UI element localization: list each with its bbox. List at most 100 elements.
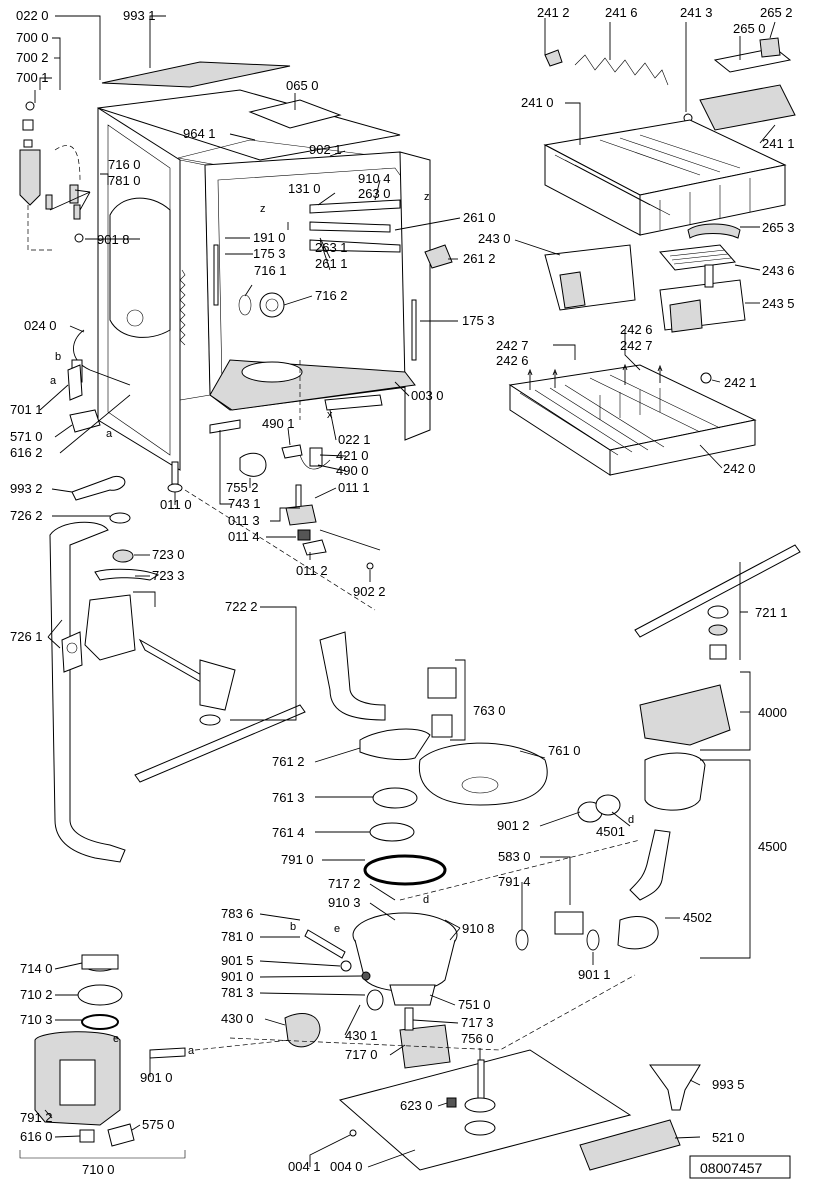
marker-b: b bbox=[290, 921, 296, 933]
label-0112: 011 2 bbox=[296, 563, 328, 578]
label-7170: 717 0 bbox=[345, 1047, 378, 1062]
label-2435: 243 5 bbox=[762, 296, 795, 311]
label-9021: 902 1 bbox=[309, 142, 342, 157]
label-5830: 583 0 bbox=[498, 849, 531, 864]
assembly-dashed-lines bbox=[184, 360, 641, 1051]
marker-e: e bbox=[113, 1033, 119, 1045]
label-7100: 710 0 bbox=[82, 1162, 115, 1177]
label-0240: 024 0 bbox=[24, 318, 57, 333]
marker-x: x bbox=[327, 409, 333, 421]
marker-z: z bbox=[424, 191, 430, 203]
label-7211: 721 1 bbox=[755, 605, 788, 620]
label-7173: 717 3 bbox=[461, 1015, 494, 1030]
label-0041: 004 1 bbox=[288, 1159, 321, 1174]
label-6162: 616 2 bbox=[10, 445, 43, 460]
upper-basket-drawing bbox=[508, 37, 796, 476]
label-7102: 710 2 bbox=[20, 987, 53, 1002]
label-7912: 791 2 bbox=[20, 1110, 53, 1125]
spray-system-drawing bbox=[49, 512, 801, 1069]
label-7510: 751 0 bbox=[458, 997, 491, 1012]
label-7001: 700 1 bbox=[16, 70, 49, 85]
label-7914: 791 4 bbox=[498, 874, 531, 889]
part-labels: 022 0 993 1 700 0 700 2 700 1 065 0 964 … bbox=[10, 5, 795, 1177]
label-7262: 726 2 bbox=[10, 508, 43, 523]
label-9935: 993 5 bbox=[712, 1077, 745, 1092]
label-2426b: 242 6 bbox=[496, 353, 529, 368]
document-number: 08007457 bbox=[700, 1160, 763, 1176]
label-7910: 791 0 bbox=[281, 852, 314, 867]
label-9022: 902 2 bbox=[353, 584, 386, 599]
label-5210: 521 0 bbox=[712, 1130, 745, 1145]
label-2650: 265 0 bbox=[733, 21, 766, 36]
label-0221: 022 1 bbox=[338, 432, 371, 447]
label-7610: 761 0 bbox=[548, 743, 581, 758]
label-7172: 717 2 bbox=[328, 876, 361, 891]
label-7431: 743 1 bbox=[228, 496, 261, 511]
label-7612: 761 2 bbox=[272, 754, 305, 769]
label-7233: 723 3 bbox=[152, 568, 185, 583]
label-2421: 242 1 bbox=[724, 375, 757, 390]
label-9011: 901 1 bbox=[578, 967, 611, 982]
label-6160: 616 0 bbox=[20, 1129, 53, 1144]
label-2411: 241 1 bbox=[762, 136, 795, 151]
label-4300: 430 0 bbox=[221, 1011, 254, 1026]
label-4500: 4500 bbox=[758, 839, 787, 854]
label-6230: 623 0 bbox=[400, 1098, 433, 1113]
base-drawing bbox=[338, 1049, 701, 1171]
label-2427b: 242 7 bbox=[620, 338, 653, 353]
label-2652: 265 2 bbox=[760, 5, 793, 20]
label-7552: 755 2 bbox=[226, 480, 259, 495]
label-4000: 4000 bbox=[758, 705, 787, 720]
label-4501: 4501 bbox=[596, 824, 625, 839]
label-2413: 241 3 bbox=[680, 5, 713, 20]
label-5710: 571 0 bbox=[10, 429, 43, 444]
marker-e: e bbox=[334, 923, 340, 935]
label-0113: 011 3 bbox=[228, 513, 260, 528]
label-0110: 011 0 bbox=[160, 497, 192, 512]
label-7813: 781 3 bbox=[221, 985, 254, 1000]
tub-cabinet-drawing bbox=[19, 61, 453, 570]
label-9641: 964 1 bbox=[183, 126, 216, 141]
label-7810b: 781 0 bbox=[221, 929, 254, 944]
label-2610: 261 0 bbox=[463, 210, 496, 225]
label-4502: 4502 bbox=[683, 910, 712, 925]
label-0030: 003 0 bbox=[411, 388, 444, 403]
marker-d: d bbox=[628, 814, 634, 826]
label-2410: 241 0 bbox=[521, 95, 554, 110]
label-7614: 761 4 bbox=[272, 825, 305, 840]
marker-d: d bbox=[423, 894, 429, 906]
label-7560: 756 0 bbox=[461, 1031, 494, 1046]
label-9018: 901 8 bbox=[97, 232, 130, 247]
label-2420: 242 0 bbox=[723, 461, 756, 476]
label-2630: 263 0 bbox=[358, 186, 391, 201]
label-7000: 700 0 bbox=[16, 30, 49, 45]
marker-b: b bbox=[55, 351, 61, 363]
label-4301: 430 1 bbox=[345, 1028, 378, 1043]
label-2436: 243 6 bbox=[762, 263, 795, 278]
label-9931: 993 1 bbox=[123, 8, 156, 23]
label-7160: 716 0 bbox=[108, 157, 141, 172]
label-9932: 993 2 bbox=[10, 481, 43, 496]
label-0220: 022 0 bbox=[16, 8, 49, 23]
label-7836: 783 6 bbox=[221, 906, 254, 921]
label-4901: 490 1 bbox=[262, 416, 295, 431]
label-4210: 421 0 bbox=[336, 448, 369, 463]
label-2427a: 242 7 bbox=[496, 338, 529, 353]
label-2653: 265 3 bbox=[762, 220, 795, 235]
label-2430: 243 0 bbox=[478, 231, 511, 246]
label-7161: 716 1 bbox=[254, 263, 287, 278]
label-9015: 901 5 bbox=[221, 953, 254, 968]
label-9010: 901 0 bbox=[221, 969, 254, 984]
label-7261: 726 1 bbox=[10, 629, 43, 644]
label-1310: 131 0 bbox=[288, 181, 321, 196]
label-0111: 011 1 bbox=[338, 480, 370, 495]
marker-a: a bbox=[50, 375, 57, 387]
label-7613: 761 3 bbox=[272, 790, 305, 805]
marker-z: z bbox=[260, 203, 266, 215]
label-2426a: 242 6 bbox=[620, 322, 653, 337]
leader-lines bbox=[39, 15, 776, 1168]
label-7630: 763 0 bbox=[473, 703, 506, 718]
marker-a: a bbox=[188, 1045, 195, 1057]
label-1753b: 175 3 bbox=[462, 313, 495, 328]
